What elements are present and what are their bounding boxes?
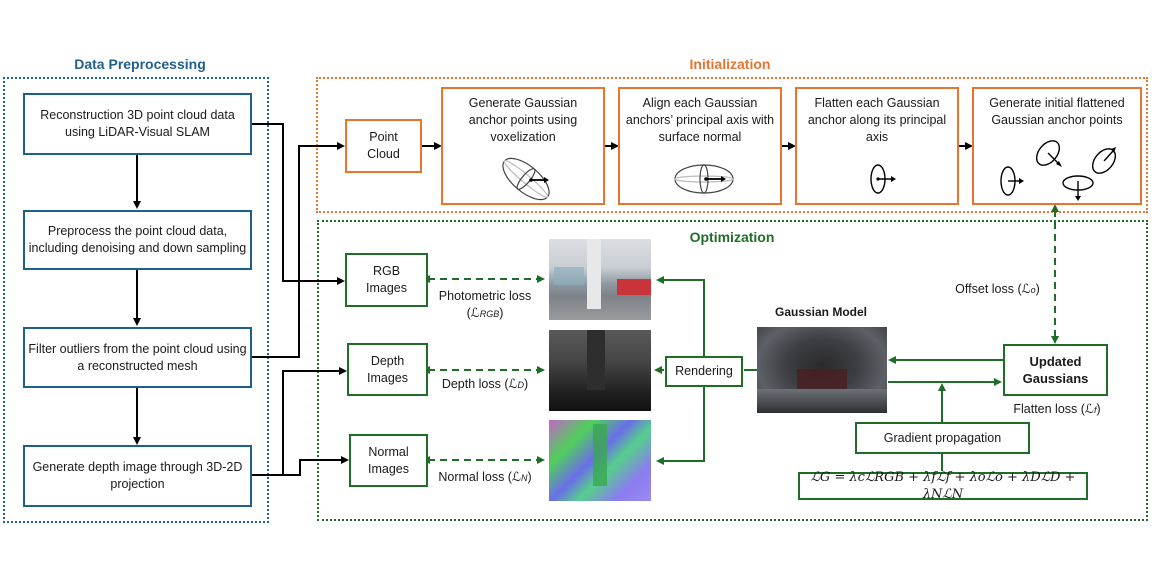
preprocess-step-denoise: Preprocess the point cloud data, includi… bbox=[23, 210, 252, 270]
loss-text: Flatten loss (ℒ bbox=[1013, 402, 1094, 416]
floor bbox=[757, 389, 887, 413]
rgb-images-box: RGB Images bbox=[345, 253, 428, 307]
loss-text: Offset loss (ℒ bbox=[955, 282, 1031, 296]
align-axis-box: Align each Gaussian anchors’ principal a… bbox=[618, 87, 782, 205]
aligned-gaussian-ellipsoid-icon bbox=[674, 164, 734, 194]
red-sign bbox=[617, 279, 651, 295]
total-loss-equation-box: ℒG = λcℒRGB + λfℒf + λoℒo + λDℒD + λNℒN bbox=[798, 470, 1088, 502]
gradient-propagation-box: Gradient propagation bbox=[855, 422, 1030, 454]
step-text: Generate depth image through 3D-2D proje… bbox=[32, 460, 243, 491]
loss-text: Normal loss (ℒ bbox=[438, 470, 521, 484]
loss-subscript: RGB bbox=[479, 309, 500, 319]
loss-subscript: o bbox=[1030, 285, 1036, 295]
box-label: Rendering bbox=[675, 364, 733, 378]
point-cloud-box: Point Cloud bbox=[345, 119, 422, 173]
render-to-normal bbox=[656, 387, 705, 465]
preprocess-step-reconstruction: Reconstruction 3D point cloud data using… bbox=[23, 93, 252, 155]
preprocess-step-depth-projection: Generate depth image through 3D-2D proje… bbox=[23, 445, 252, 507]
step-text: Preprocess the point cloud data, includi… bbox=[28, 224, 247, 255]
updated-gaussians-box: Updated Gaussians bbox=[1003, 344, 1108, 396]
arrow-step3-pointcloud bbox=[251, 142, 345, 358]
step-text: Align each Gaussian anchors’ principal a… bbox=[625, 96, 775, 144]
pillar bbox=[587, 330, 605, 390]
arrow-step4-depth bbox=[251, 367, 347, 476]
glass-window bbox=[554, 267, 584, 285]
rendering-box: Rendering bbox=[665, 356, 743, 387]
offset-loss-label: Offset loss (ℒo) bbox=[955, 282, 1040, 296]
box-label: RGB Images bbox=[366, 264, 407, 295]
arrow-step4-normal bbox=[283, 456, 349, 476]
initialization-title: Initialization bbox=[689, 56, 771, 72]
flattened-gaussian-icon bbox=[870, 164, 896, 194]
red-wall bbox=[797, 369, 847, 389]
flatten-box: Flatten each Gaussian anchor along its p… bbox=[795, 87, 959, 205]
render-to-rgb bbox=[656, 276, 705, 357]
box-label: Gradient propagation bbox=[883, 430, 1002, 445]
depth-loss-label: Depth loss (ℒD) bbox=[441, 377, 529, 391]
normal-render-image bbox=[549, 420, 651, 501]
photometric-loss-label: Photometric loss (ℒRGB) bbox=[438, 289, 532, 320]
optimization-title: Optimization bbox=[689, 229, 775, 245]
preprocessing-frame bbox=[3, 77, 269, 523]
preprocessing-title: Data Preprocessing bbox=[74, 56, 206, 72]
loss-subscript: N bbox=[520, 473, 528, 483]
tilted-gaussian-ellipsoid-icon bbox=[502, 157, 550, 201]
equation-text: ℒG = λcℒRGB + λfℒf + λoℒo + λDℒD + λNℒN bbox=[810, 470, 1076, 502]
depth-images-box: Depth Images bbox=[347, 343, 428, 396]
step-text: Filter outliers from the point cloud usi… bbox=[28, 341, 247, 373]
normal-images-box: Normal Images bbox=[349, 434, 428, 487]
gaussian-model-label: Gaussian Model bbox=[774, 305, 868, 319]
preprocess-step-filter: Filter outliers from the point cloud usi… bbox=[23, 327, 252, 388]
box-label: Normal Images bbox=[368, 444, 409, 476]
flattened-gaussians-cluster-icon bbox=[1000, 140, 1117, 201]
step-text: Point Cloud bbox=[367, 130, 400, 161]
loss-subscript: D bbox=[517, 380, 525, 390]
flatten-loss-label: Flatten loss (ℒf) bbox=[1013, 402, 1101, 416]
step-text: Generate Gaussian anchor points using vo… bbox=[468, 96, 578, 144]
rgb-render-image bbox=[549, 239, 651, 320]
voxelization-box: Generate Gaussian anchor points using vo… bbox=[441, 87, 605, 205]
initial-gaussian-anchors-box: Generate initial flattened Gaussian anch… bbox=[972, 87, 1142, 205]
pillar bbox=[587, 239, 601, 309]
box-label: Updated Gaussians bbox=[1022, 354, 1089, 386]
loss-text: Photometric loss (ℒ bbox=[438, 289, 532, 320]
arrow-step1-rgb bbox=[251, 123, 345, 285]
box-label: Depth Images bbox=[367, 353, 408, 385]
gaussian-model-image bbox=[757, 327, 887, 413]
loss-subscript: f bbox=[1093, 405, 1097, 415]
normal-loss-label: Normal loss (ℒN) bbox=[438, 470, 532, 484]
depth-render-image bbox=[549, 330, 651, 411]
loss-text: Depth loss (ℒ bbox=[441, 377, 518, 391]
step-text: Flatten each Gaussian anchor along its p… bbox=[807, 96, 947, 144]
step-text: Generate initial flattened Gaussian anch… bbox=[989, 96, 1125, 127]
step-text: Reconstruction 3D point cloud data using… bbox=[40, 108, 235, 139]
pillar bbox=[593, 424, 607, 486]
